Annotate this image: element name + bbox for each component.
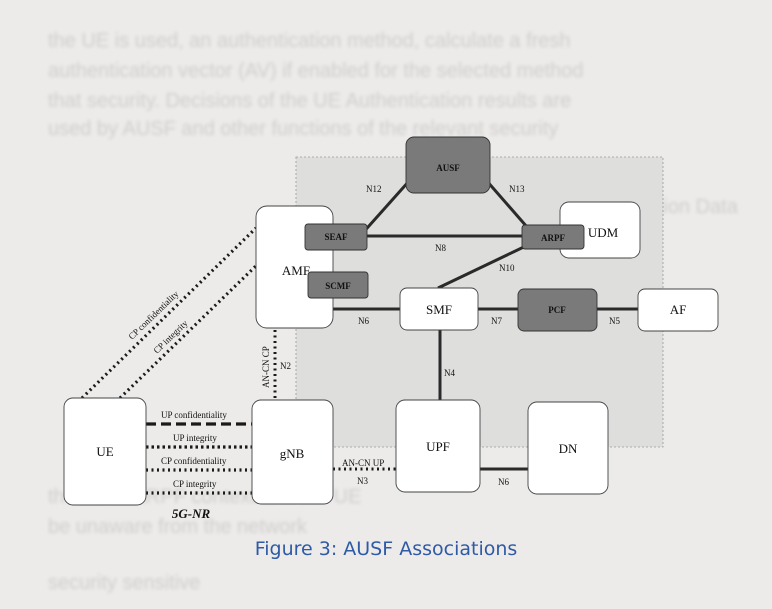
n8-label: N8 <box>435 243 446 253</box>
bg-line: be unaware from the network <box>48 516 308 538</box>
ue-amf-cp-links <box>80 226 264 400</box>
seaf-node <box>304 223 368 251</box>
cp-integrity-link <box>118 258 264 400</box>
gnb-label: gNB <box>280 446 305 461</box>
cp-confidentiality-link <box>80 226 258 400</box>
n12-link <box>358 179 412 237</box>
interface-lines <box>333 179 638 471</box>
bg-line: authentication vector (AV) if enabled fo… <box>48 60 584 82</box>
n6-amf-smf-label: N6 <box>358 316 369 326</box>
n5-label: N5 <box>609 316 620 326</box>
n13-label: N13 <box>509 184 525 194</box>
n4-label: N4 <box>444 368 455 378</box>
upf-node <box>395 399 481 493</box>
an-cn-cp-label: AN-CN CP <box>261 346 271 388</box>
bg-line: that security. Decisions of the UE Authe… <box>48 90 572 112</box>
cp-confidentiality-label: CP confidentiality <box>161 456 227 466</box>
cp-integrity-label: CP integrity <box>173 479 217 489</box>
bg-line: used by AUSF and other functions of the … <box>48 118 559 140</box>
arpf-label: ARPF <box>541 233 565 243</box>
af-node <box>637 288 719 332</box>
pcf-node <box>517 288 598 332</box>
n7-label: N7 <box>491 316 502 326</box>
n3-label: N3 <box>357 476 368 486</box>
ausf-label: AUSF <box>436 163 460 173</box>
pcf-label: PCF <box>548 305 566 315</box>
udm-label: UDM <box>588 225 619 240</box>
scmf-label: SCMF <box>325 281 351 291</box>
bg-line: security sensitive <box>48 572 201 594</box>
smf-label: SMF <box>426 302 452 317</box>
dn-node <box>527 401 609 495</box>
upf-label: UPF <box>426 439 450 454</box>
figure-caption: Figure 3: AUSF Associations <box>254 538 518 560</box>
gnb-node <box>251 399 334 505</box>
arpf-node <box>521 224 585 250</box>
n10-link <box>437 242 531 290</box>
amf-label: AMF <box>282 263 310 278</box>
bg-line: the UE is used, an authentication method… <box>48 30 571 52</box>
ue-node <box>63 397 147 506</box>
security-function-boxes <box>304 136 598 332</box>
radio-interface-label: 5G-NR <box>172 506 211 521</box>
smf-node <box>399 287 479 331</box>
up-integrity-label: UP integrity <box>173 433 217 443</box>
up-confidentiality-label: UP confidentiality <box>161 410 227 420</box>
node-labels: AUSF SEAF AMF SCMF ARPF UDM SMF PCF AF U… <box>96 163 686 461</box>
af-label: AF <box>670 302 687 317</box>
scmf-node <box>307 271 369 299</box>
network-function-boxes <box>63 201 719 506</box>
n6-upf-dn-label: N6 <box>498 477 509 487</box>
seaf-label: SEAF <box>324 232 348 242</box>
ue-label: UE <box>96 444 113 459</box>
ausf-node <box>405 136 491 194</box>
n12-label: N12 <box>366 184 382 194</box>
an-cn-up-label: AN-CN UP <box>342 458 384 468</box>
n10-label: N10 <box>499 263 515 273</box>
dn-label: DN <box>559 441 578 456</box>
core-network-region <box>295 156 664 448</box>
n2-label: N2 <box>280 361 291 371</box>
